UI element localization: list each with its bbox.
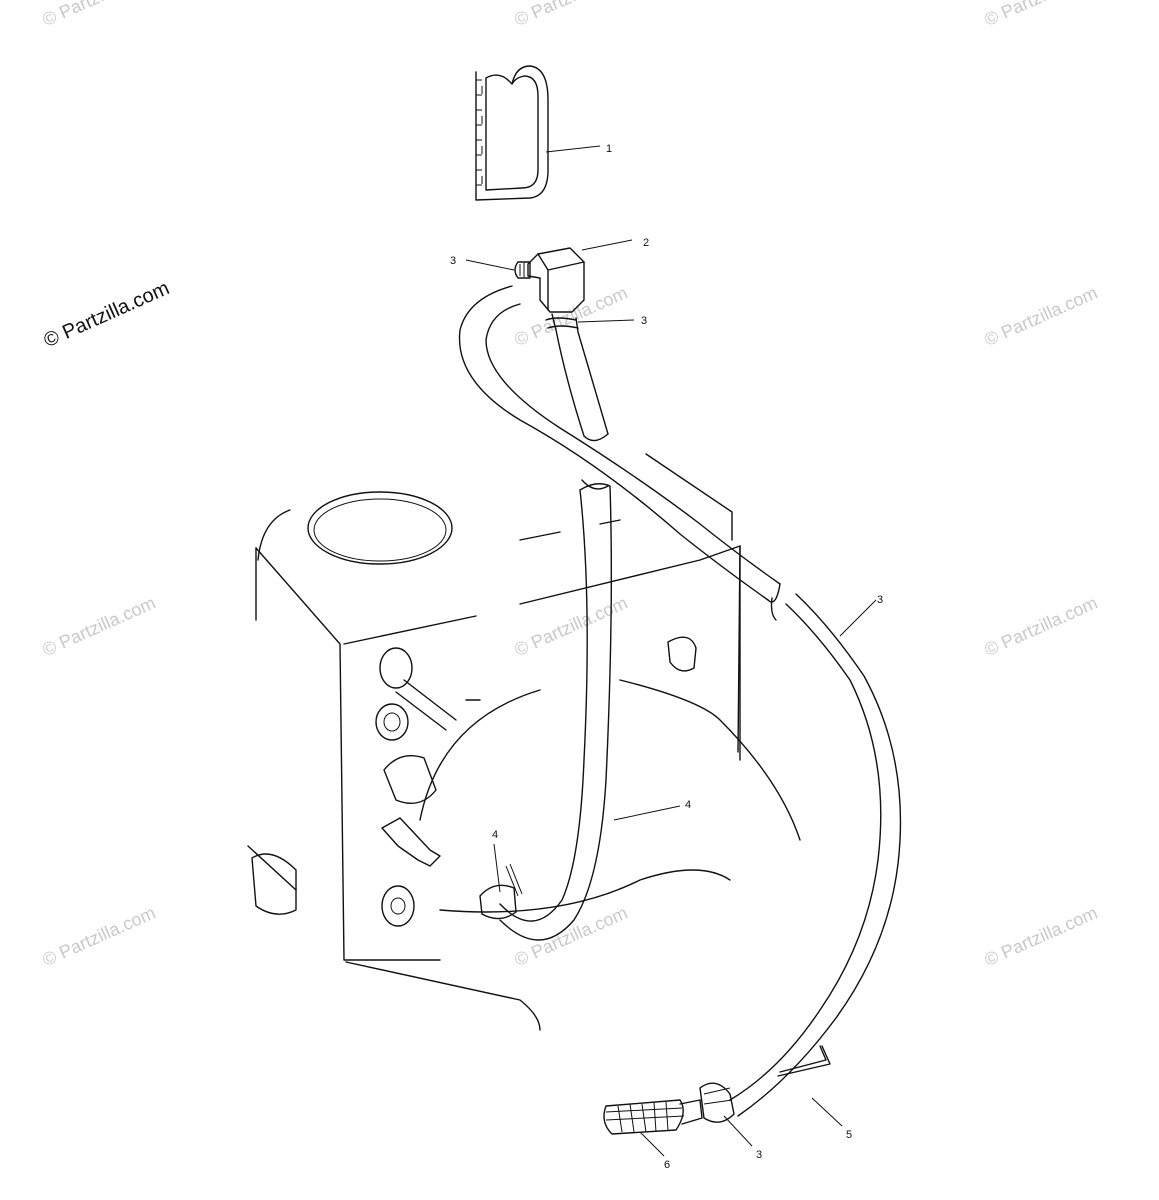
callout-3: 3	[450, 255, 456, 267]
callout-4: 4	[685, 799, 691, 811]
callout-6: 6	[664, 1159, 670, 1171]
callout-2: 2	[643, 237, 649, 249]
oil-tank	[247, 453, 801, 1031]
part-2-elbow-fitting	[514, 247, 585, 313]
part-1-edge-trim	[475, 65, 549, 201]
vent-hose	[458, 285, 902, 1117]
upper-hose	[545, 313, 609, 442]
part-5-clip	[777, 1045, 831, 1077]
callout-3: 3	[641, 315, 647, 327]
tank-fittings	[251, 636, 697, 927]
callout-5: 5	[846, 1129, 852, 1141]
leader-lines	[465, 145, 877, 1157]
callout-4: 3	[877, 594, 883, 606]
part-6-filter	[603, 1082, 735, 1135]
callout-3: 3	[756, 1149, 762, 1161]
return-hose	[479, 479, 613, 941]
callout-3: 4	[492, 829, 498, 841]
callout-numbers: 1 2 3 3 3 4 4 5 3 6	[450, 143, 883, 1171]
callout-1: 1	[606, 143, 612, 155]
